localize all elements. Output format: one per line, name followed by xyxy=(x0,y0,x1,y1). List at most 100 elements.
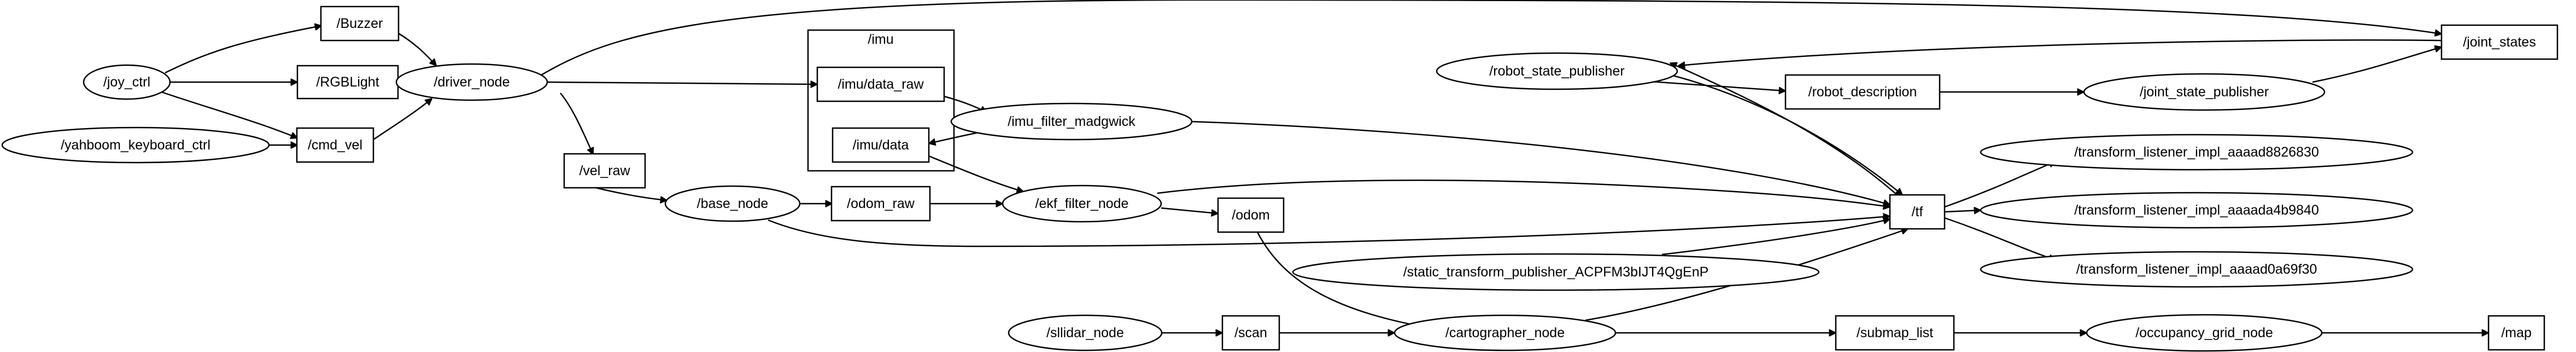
cmd-vel-shape xyxy=(296,127,374,163)
tl-8826830-label: /transform_listener_impl_aaaad8826830 xyxy=(2074,145,2319,160)
edge-imu-filter-madgwick-to-tf xyxy=(1190,120,1890,205)
topic-node-cmd-vel[interactable]: /cmd_vel xyxy=(296,127,374,163)
yahboom-keyboard-ctrl-label: /yahboom_keyboard_ctrl xyxy=(61,137,210,153)
map-label: /map xyxy=(2501,325,2532,341)
odom-label: /odom xyxy=(1232,207,1269,223)
topic-node-imu-data[interactable]: /imu/data xyxy=(832,127,930,163)
driver-node-shape xyxy=(395,63,548,101)
imu-cluster-label: /imu xyxy=(868,32,893,47)
node-layer: /Buzzer/joy_ctrl/RGBLight/driver_node/ya… xyxy=(1,5,2559,352)
edge-ekf-filter-node-to-tf xyxy=(1157,180,1890,207)
process-node-robot-state-publisher[interactable]: /robot_state_publisher xyxy=(1436,52,1678,90)
static-transform-publisher-label: /static_transform_publisher_ACPFM3bIJT4Q… xyxy=(1403,264,1709,280)
edge-tf-to-tl-0a69f30 xyxy=(1944,217,2056,260)
process-node-ekf-filter-node[interactable]: /ekf_filter_node xyxy=(1002,184,1162,223)
edge-imu-data-to-ekf-filter-node xyxy=(928,155,1023,192)
imu-filter-madgwick-label: /imu_filter_madgwick xyxy=(1008,114,1135,129)
topic-node-odom-raw[interactable]: /odom_raw xyxy=(830,186,931,222)
scan-label: /scan xyxy=(1234,325,1267,341)
process-node-base-node[interactable]: /base_node xyxy=(664,185,801,222)
yahboom-keyboard-ctrl-shape xyxy=(1,126,270,164)
tl-4b9840-label: /transform_listener_impl_aaaada4b9840 xyxy=(2074,203,2319,218)
map-shape xyxy=(2487,315,2545,351)
base-node-label: /base_node xyxy=(697,196,769,211)
process-node-driver-node[interactable]: /driver_node xyxy=(395,63,548,101)
edge-tf-to-tl-4b9840 xyxy=(1944,210,1981,212)
odom-raw-shape xyxy=(830,186,931,222)
rgblight-label: /RGBLight xyxy=(316,74,379,90)
driver-node-label: /driver_node xyxy=(434,74,510,90)
tl-0a69f30-label: /transform_listener_impl_aaaad0a69f30 xyxy=(2076,262,2317,277)
process-node-occupancy-grid-node[interactable]: /occupancy_grid_node xyxy=(2086,314,2323,352)
topic-node-tf[interactable]: /tf xyxy=(1889,194,1946,230)
vel-raw-shape xyxy=(563,153,646,189)
imu-namespace-cluster: /imu xyxy=(807,29,955,172)
process-node-joint-state-publisher[interactable]: /joint_state_publisher xyxy=(2083,73,2326,111)
imu-data-label: /imu/data xyxy=(853,137,909,153)
submap-list-shape xyxy=(1835,315,1955,351)
process-node-joy-ctrl[interactable]: /joy_ctrl xyxy=(83,64,171,100)
joint-states-shape xyxy=(2440,24,2559,60)
edge-tf-to-robot-state-publisher xyxy=(1670,63,1898,195)
process-node-sllidar-node[interactable]: /sllidar_node xyxy=(1008,314,1163,351)
imu-data-shape xyxy=(832,127,930,163)
joint-states-label: /joint_states xyxy=(2463,34,2536,50)
edge-base-node-to-tf xyxy=(768,216,1890,247)
sllidar-node-shape xyxy=(1008,314,1163,351)
joy-ctrl-label: /joy_ctrl xyxy=(103,74,150,90)
imu-data-raw-label: /imu/data_raw xyxy=(838,77,924,92)
process-node-cartographer-node[interactable]: /cartographer_node xyxy=(1394,314,1617,351)
edge-joy-ctrl-to-cmd-vel xyxy=(161,91,297,138)
tf-shape xyxy=(1889,194,1946,230)
process-node-yahboom-keyboard-ctrl[interactable]: /yahboom_keyboard_ctrl xyxy=(1,126,270,164)
ekf-filter-node-label: /ekf_filter_node xyxy=(1035,196,1129,211)
topic-node-odom[interactable]: /odom xyxy=(1217,197,1285,233)
process-node-tl-4b9840[interactable]: /transform_listener_impl_aaaada4b9840 xyxy=(1980,192,2414,229)
joy-ctrl-shape xyxy=(83,64,171,100)
vel-raw-label: /vel_raw xyxy=(579,163,630,178)
buzzer-label: /Buzzer xyxy=(337,16,383,31)
topic-node-rgblight[interactable]: /RGBLight xyxy=(296,65,399,100)
robot-description-label: /robot_description xyxy=(1808,84,1917,100)
edge-static-transform-publisher-to-tf xyxy=(1661,219,1890,256)
topic-node-map[interactable]: /map xyxy=(2487,315,2545,351)
tf-label: /tf xyxy=(1912,204,1923,220)
process-node-static-transform-publisher[interactable]: /static_transform_publisher_ACPFM3bIJT4Q… xyxy=(1292,253,1820,291)
process-node-tl-0a69f30[interactable]: /transform_listener_impl_aaaad0a69f30 xyxy=(1980,251,2414,288)
scan-shape xyxy=(1221,315,1280,351)
submap-list-label: /submap_list xyxy=(1857,325,1933,341)
topic-node-vel-raw[interactable]: /vel_raw xyxy=(563,153,646,189)
base-node-shape xyxy=(664,185,801,222)
edge-driver-node-to-imu-data-raw xyxy=(547,82,817,84)
topic-node-submap-list[interactable]: /submap_list xyxy=(1835,315,1955,351)
topic-node-joint-states[interactable]: /joint_states xyxy=(2440,24,2559,60)
edge-ekf-filter-node-to-odom xyxy=(1161,207,1218,213)
tl-4b9840-shape xyxy=(1980,192,2414,229)
edge-odom-to-cartographer-node xyxy=(1256,232,1432,328)
topic-node-robot-description[interactable]: /robot_description xyxy=(1784,74,1941,110)
edge-driver-node-to-joint-states xyxy=(538,0,2442,78)
edge-tf-to-tl-8826830 xyxy=(1944,161,2056,208)
ekf-filter-node-shape xyxy=(1002,184,1162,223)
robot-description-shape xyxy=(1784,74,1941,110)
joint-state-publisher-label: /joint_state_publisher xyxy=(2140,84,2269,100)
cartographer-node-label: /cartographer_node xyxy=(1445,325,1565,341)
edge-vel-raw-to-base-node xyxy=(595,187,667,200)
buzzer-shape xyxy=(320,5,400,42)
occupancy-grid-node-label: /occupancy_grid_node xyxy=(2135,325,2273,341)
sllidar-node-label: /sllidar_node xyxy=(1046,325,1124,341)
topic-node-imu-data-raw[interactable]: /imu/data_raw xyxy=(816,66,945,102)
imu-data-raw-shape xyxy=(816,66,945,102)
topic-node-scan[interactable]: /scan xyxy=(1221,315,1280,351)
robot-state-publisher-label: /robot_state_publisher xyxy=(1489,64,1624,79)
topic-node-buzzer[interactable]: /Buzzer xyxy=(320,5,400,42)
edge-buzzer-to-driver-node xyxy=(398,32,436,66)
cmd-vel-label: /cmd_vel xyxy=(308,137,362,153)
robot-state-publisher-shape xyxy=(1436,52,1678,90)
edge-driver-node-to-vel-raw xyxy=(560,93,593,154)
imu-filter-madgwick-shape xyxy=(950,102,1193,141)
process-node-imu-filter-madgwick[interactable]: /imu_filter_madgwick xyxy=(950,102,1193,141)
tl-0a69f30-shape xyxy=(1980,251,2414,288)
process-node-tl-8826830[interactable]: /transform_listener_impl_aaaad8826830 xyxy=(1980,134,2414,171)
